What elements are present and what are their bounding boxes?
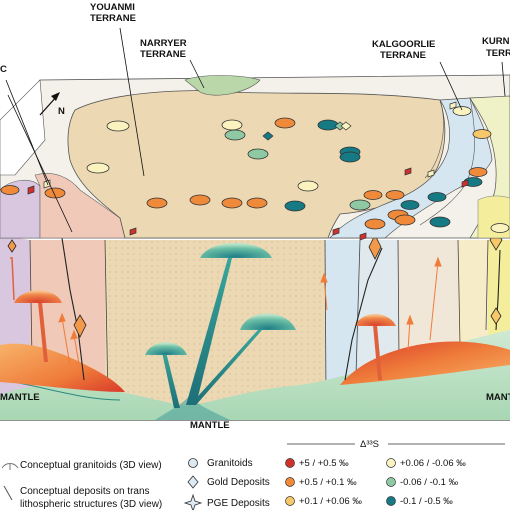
kalgoorlie-label-2: TERRANE: [380, 50, 426, 61]
granitoid-orange-right: [355, 314, 396, 380]
mantle-label-right: MANTLE: [486, 392, 510, 403]
crust-root: [155, 395, 230, 420]
legend-conceptual-deposits-1: Conceptual deposits on trans: [20, 486, 150, 497]
granitoid-teal-center: [186, 243, 272, 405]
kurnalpi-label-1: KURN: [482, 36, 510, 47]
youanmi-label-2: TERRANE: [90, 13, 136, 24]
mantle-label-center: MANTLE: [190, 420, 230, 431]
mantle-green: [0, 330, 510, 420]
granitoid-teal-right: [190, 313, 296, 405]
upwelling-arrows: [58, 256, 442, 371]
kurnalpi-label-2: TERR: [486, 48, 510, 59]
gold-deposits-symbol-icon: [187, 475, 199, 489]
delta-title: Δ³³S: [360, 439, 379, 450]
narryer-label-1: NARRYER: [140, 38, 187, 49]
range-label-4: +0.06 / -0.06 ‰: [400, 458, 466, 469]
cross-section: [0, 228, 510, 421]
range-label-3: +0.1 / +0.06 ‰: [299, 496, 362, 507]
legend-conceptual-granitoids: Conceptual granitoids (3D view): [20, 460, 162, 471]
pge-deposits-symbol-icon: [183, 493, 203, 513]
coastline: [0, 79, 46, 176]
narryer-terrane-area: [184, 75, 261, 96]
partial-terrane-label: C: [0, 64, 7, 75]
narryer-label-2: TERRANE: [140, 49, 186, 60]
legend: Conceptual granitoids (3D view) Conceptu…: [1, 439, 505, 513]
conceptual-granitoid-icon: [1, 463, 19, 470]
section-bottom-edge: [0, 420, 510, 421]
range-swatch-5: [386, 477, 396, 487]
legend-symbol-gold: Gold Deposits: [207, 477, 270, 488]
north-arrow: N: [39, 92, 65, 117]
granitoid-markers: [0, 106, 510, 233]
range-swatch-2: [285, 477, 295, 487]
granitoids-symbol-icon: [188, 458, 198, 468]
mantle-plume-right: [340, 341, 510, 385]
leader-lines: [5, 27, 506, 233]
mantle-label-left: MANTLE: [0, 392, 40, 403]
legend-symbol-granitoids: Granitoids: [207, 458, 253, 469]
legend-symbol-pge: PGE Deposits: [207, 498, 270, 509]
granitoid-orange-left: [14, 290, 62, 362]
range-swatch-3: [285, 496, 295, 506]
range-swatch-1: [285, 458, 295, 468]
granitoid-orange-far-left: [10, 257, 15, 301]
range-label-2: +0.5 / +0.1 ‰: [299, 477, 357, 488]
mantle-plume-left: [0, 343, 125, 392]
youanmi-label-1: YOUANMI: [90, 2, 135, 13]
kalgoorlie-terrane-area: [329, 97, 493, 239]
range-swatch-6: [386, 496, 396, 506]
range-label-5: -0.06 / -0.1 ‰: [400, 477, 459, 488]
legend-conceptual-deposits-2: lithospheric structures (3D view): [20, 499, 162, 510]
conceptual-deposit-icon: [3, 485, 13, 501]
range-label-1: +5 / +0.5 ‰: [299, 458, 349, 469]
fault-lines: [29, 239, 489, 401]
kalgoorlie-label-1: KALGOORLIE: [372, 39, 435, 50]
gold-deposit-markers: [27, 101, 469, 241]
north-label: N: [58, 106, 65, 117]
map-surface: N: [0, 2, 510, 241]
range-swatch-4: [386, 458, 396, 468]
granitoid-teal-left: [145, 342, 187, 408]
range-label-6: -0.1 / -0.5 ‰: [400, 496, 453, 507]
